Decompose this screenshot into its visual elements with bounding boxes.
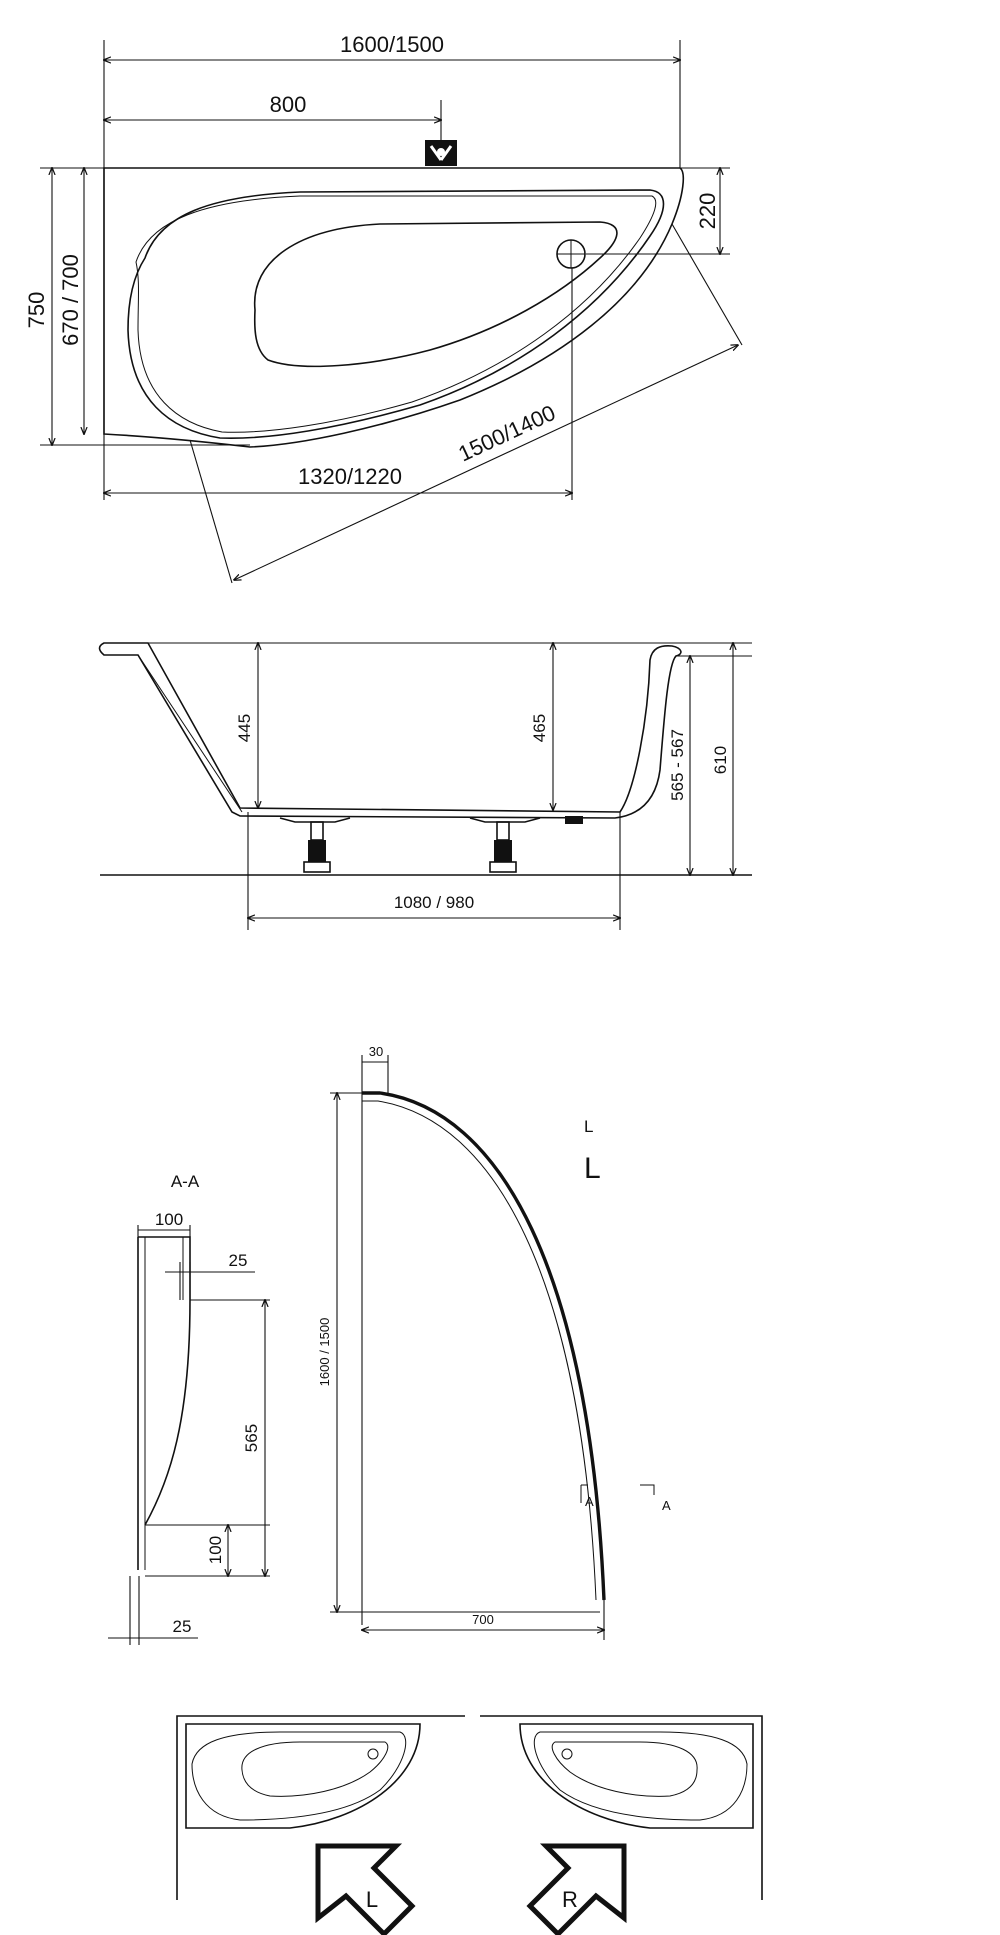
panel-width-label: 700 bbox=[472, 1612, 494, 1627]
left-wall bbox=[176, 1715, 465, 1900]
plan-width-label: 1600/1500 bbox=[340, 32, 444, 57]
section-top-lip-label: 25 bbox=[229, 1251, 248, 1270]
side-depth-right-label: 465 bbox=[530, 714, 549, 742]
plan-view: 1600/1500 800 750 670 / 700 220 1320/122… bbox=[24, 32, 743, 584]
side-depth-left-label: 445 bbox=[235, 714, 254, 742]
plan-tub-outline bbox=[103, 167, 685, 448]
side-view: 445 465 565 - 567 610 1080 / 980 bbox=[98, 642, 752, 930]
plan-drain-offset-label: 220 bbox=[695, 193, 720, 230]
section-top-width-label: 100 bbox=[155, 1210, 183, 1229]
plan-rim-inner bbox=[127, 189, 665, 440]
plan-diagonal-label: 1500/1400 bbox=[454, 400, 559, 467]
section-mark-2: A bbox=[662, 1498, 671, 1513]
right-foot bbox=[469, 817, 541, 873]
section-a-a: A-A 100 25 565 100 25 bbox=[108, 1172, 270, 1645]
plan-half-width-label: 800 bbox=[270, 92, 307, 117]
panel-variant-large: L bbox=[584, 1152, 601, 1185]
orientation-right-tub bbox=[519, 1723, 754, 1829]
panel-variant-small: L bbox=[584, 1117, 593, 1136]
left-foot bbox=[279, 817, 351, 873]
side-tub-profile bbox=[98, 642, 682, 819]
right-wall bbox=[480, 1715, 763, 1900]
section-height-label: 565 bbox=[242, 1424, 261, 1452]
right-orientation-label: R bbox=[562, 1887, 578, 1912]
panel-view: 30 1600 / 1500 700 L L A A bbox=[317, 1044, 671, 1640]
left-orientation-label: L bbox=[366, 1887, 378, 1912]
left-orientation-arrow-icon: L bbox=[315, 1843, 416, 1935]
right-orientation-arrow-icon: R bbox=[526, 1843, 627, 1935]
section-profile bbox=[137, 1236, 191, 1570]
section-base-height-label: 100 bbox=[206, 1536, 225, 1564]
side-foot-span-label: 1080 / 980 bbox=[394, 893, 474, 912]
orientation-views: L R bbox=[176, 1715, 763, 1935]
panel-arc bbox=[362, 1091, 606, 1601]
side-total-height-label: 610 bbox=[711, 746, 730, 774]
section-bottom-lip-label: 25 bbox=[173, 1617, 192, 1636]
orientation-left-tub bbox=[185, 1723, 421, 1829]
section-title: A-A bbox=[171, 1172, 200, 1191]
faucet-symbol-icon bbox=[425, 140, 457, 166]
side-adjustable-height-label: 565 - 567 bbox=[668, 729, 687, 801]
plan-outer-height-label: 750 bbox=[24, 292, 49, 329]
plan-inner-height-label: 670 / 700 bbox=[58, 254, 83, 346]
panel-top-offset-label: 30 bbox=[369, 1044, 383, 1059]
plan-rim-line bbox=[135, 195, 657, 433]
plan-base-label: 1320/1220 bbox=[298, 464, 402, 489]
panel-length-label: 1600 / 1500 bbox=[317, 1318, 332, 1387]
section-mark-1: A bbox=[585, 1494, 594, 1509]
